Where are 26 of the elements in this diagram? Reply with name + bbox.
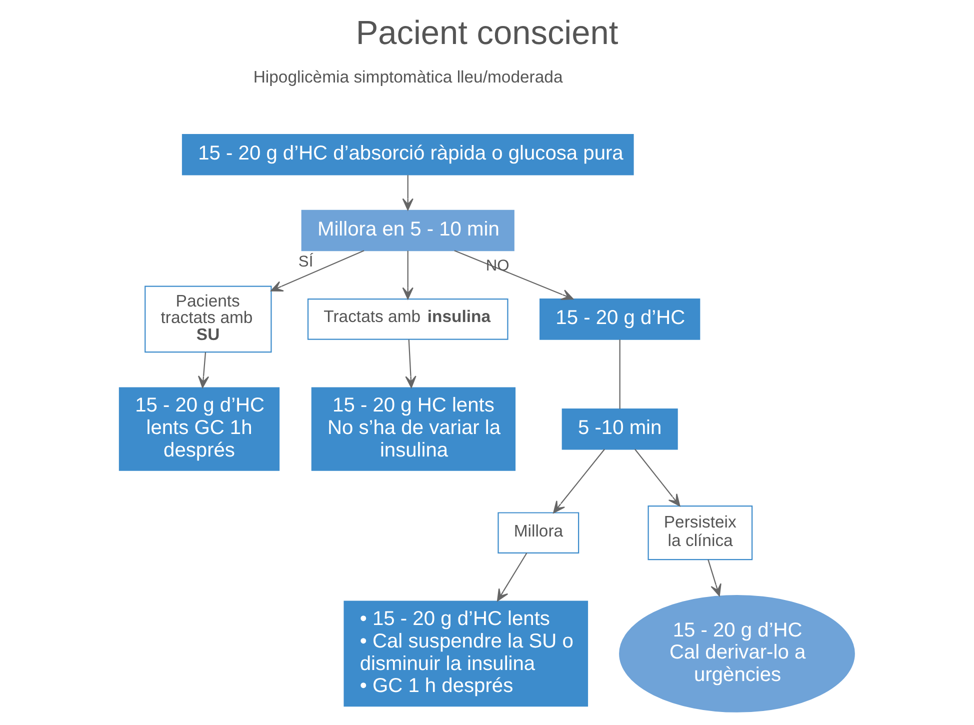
arrow	[270, 250, 364, 292]
arrow	[454, 250, 574, 300]
arrow	[405, 340, 416, 388]
arrow	[198, 352, 210, 388]
node-box: 15 - 20 g d’HC lents GC 1h després	[118, 387, 280, 471]
edge-label: SÍ	[298, 253, 314, 270]
arrow	[402, 175, 414, 210]
arrow	[634, 448, 680, 506]
node-box: 15 - 20 g HC lents No s’ha de variar la insulina	[311, 387, 516, 471]
connector	[619, 340, 620, 409]
arrow	[402, 250, 414, 300]
node-box: 5 -10 min	[562, 408, 678, 450]
arrow	[496, 552, 528, 602]
node-ellipse: 15 - 20 g d’HC Cal derivar-lo a urgències	[619, 594, 855, 712]
node-box: Millora en 5 - 10 min	[301, 210, 514, 252]
node-box: Pacients tractats amb SU	[144, 286, 272, 353]
node-box: 15 - 20 g d’HC	[540, 298, 700, 340]
arrow	[708, 560, 722, 596]
diagram-title: Pacient conscient	[356, 15, 618, 52]
node-box: Millora	[498, 512, 580, 554]
node-box: Persisteix la clínica	[648, 506, 753, 560]
label: Hipoglicèmia simptomàtica lleu/moderada	[253, 68, 563, 87]
arrow	[553, 448, 605, 514]
node-box: 15 - 20 g d’HC d’absorció ràpida o glucosa pura	[182, 134, 634, 176]
node-box: • 15 - 20 g d’HC lents • Cal suspendre la SU o disminuir la insulina • GC 1 h després	[344, 600, 588, 707]
node-box: Tractats amb insulina	[307, 298, 508, 340]
